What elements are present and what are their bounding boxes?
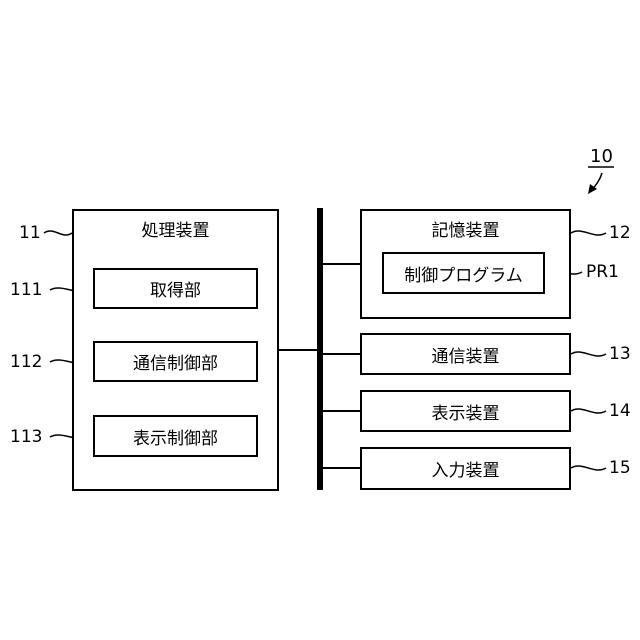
module-communication-control: 通信制御部 [93, 341, 258, 382]
storage-unit-ref: 12 [609, 225, 631, 242]
program-label: 制御プログラム [404, 261, 523, 286]
module-display-control: 表示制御部 [93, 415, 258, 457]
leader-14 [571, 409, 606, 413]
device-ref: 15 [609, 460, 631, 477]
module-label: 表示制御部 [133, 424, 218, 449]
device-label: 入力装置 [432, 456, 500, 481]
input-device: 入力装置 [360, 447, 571, 490]
leader-15 [571, 466, 606, 470]
storage-unit-title: 記憶装置 [362, 223, 569, 240]
control-program: 制御プログラム [382, 252, 545, 294]
device-ref: 13 [609, 346, 631, 363]
module-ref: 113 [10, 429, 42, 446]
module-ref: 111 [10, 282, 42, 299]
device-ref: 14 [609, 403, 631, 420]
device-label: 通信装置 [432, 342, 500, 367]
leader-12 [571, 231, 606, 235]
leader-11 [44, 231, 72, 235]
module-label: 取得部 [150, 276, 201, 301]
system-ref: 10 [590, 148, 613, 166]
display-device: 表示装置 [360, 390, 571, 432]
module-ref: 112 [10, 354, 42, 371]
processing-unit-title: 処理装置 [74, 223, 277, 240]
leader-13 [571, 352, 606, 356]
program-ref: PR1 [586, 264, 619, 281]
device-label: 表示装置 [432, 399, 500, 424]
module-acquisition: 取得部 [93, 268, 258, 309]
module-label: 通信制御部 [133, 349, 218, 374]
processing-unit-ref: 11 [19, 225, 41, 242]
communication-device: 通信装置 [360, 333, 571, 375]
